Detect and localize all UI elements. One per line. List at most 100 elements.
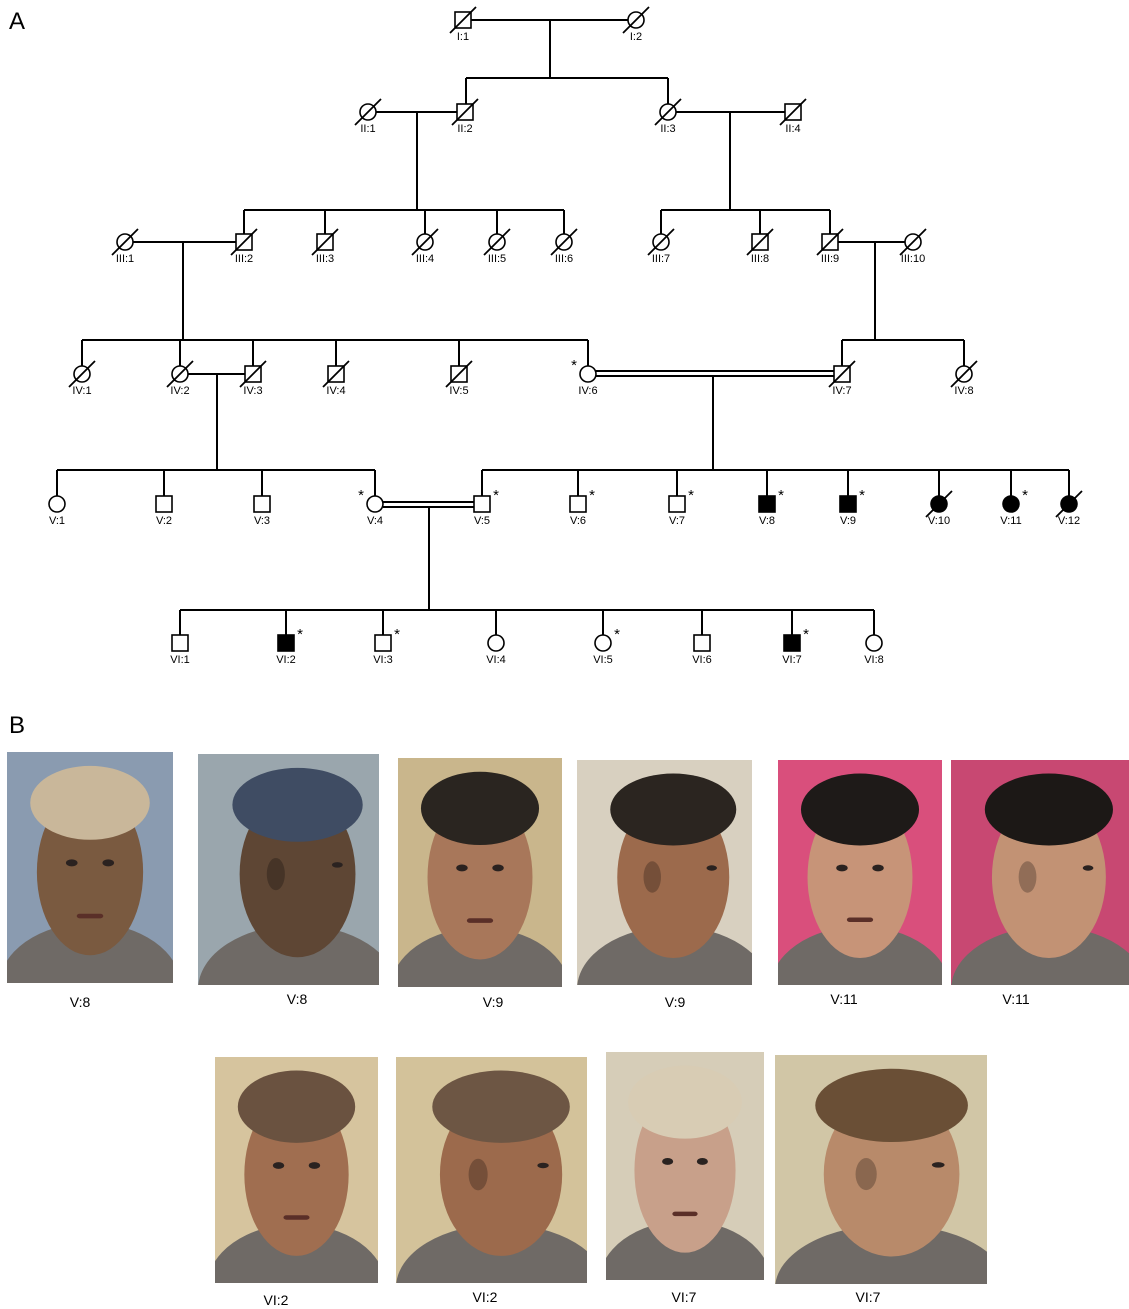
label-iv-8: IV:8 — [954, 385, 973, 397]
portrait-illustration — [396, 1057, 587, 1283]
caption-5: V:11 — [830, 991, 858, 1007]
label-vi-4: VI:4 — [486, 654, 506, 666]
hair-or-cap — [984, 773, 1113, 846]
deceased-slash-v-12 — [1055, 490, 1083, 518]
label-vi-8: VI:8 — [864, 654, 884, 666]
label-vi-5: VI:5 — [593, 654, 613, 666]
hair-or-cap — [30, 765, 150, 840]
mouth — [76, 913, 104, 919]
panel-b-label: B — [9, 712, 26, 739]
deceased-slash-iv-8 — [950, 360, 978, 388]
portrait-illustration — [7, 752, 173, 983]
female-symbol-v-4 — [366, 495, 384, 513]
deceased-slash-iii-6 — [550, 228, 578, 256]
label-vi-3: VI:3 — [373, 654, 393, 666]
tested-asterisk-v-9: * — [859, 487, 865, 504]
tested-asterisk-v-5: * — [493, 487, 499, 504]
deceased-slash-iii-7 — [647, 228, 675, 256]
photo-vi7-front — [606, 1052, 764, 1280]
portrait-illustration — [778, 760, 942, 985]
left-eye — [456, 864, 468, 872]
label-v-12: V:12 — [1058, 515, 1080, 527]
female-symbol-v-11 — [1002, 495, 1020, 513]
female-symbol-iv-6 — [579, 365, 597, 383]
portrait-illustration — [577, 760, 752, 985]
left-eye — [836, 864, 848, 872]
eye — [537, 1162, 549, 1169]
label-v-6: V:6 — [570, 515, 586, 527]
label-v-3: V:3 — [254, 515, 270, 527]
label-iii-4: III:4 — [416, 253, 434, 265]
left-eye — [272, 1162, 285, 1169]
tested-asterisk-v-6: * — [589, 487, 595, 504]
label-iv-4: IV:4 — [326, 385, 345, 397]
deceased-slash-iii-9 — [816, 228, 844, 256]
label-ii-4: II:4 — [785, 123, 800, 135]
label-iii-9: III:9 — [821, 253, 839, 265]
photo-vi2-profile — [396, 1057, 587, 1283]
hair-or-cap — [237, 1070, 356, 1143]
label-v-5: V:5 — [474, 515, 490, 527]
male-symbol-v-5 — [473, 495, 491, 513]
hair-or-cap — [800, 773, 920, 846]
hair-or-cap — [420, 771, 540, 846]
panel-a-label: A — [9, 8, 26, 35]
ear — [643, 861, 661, 893]
tested-asterisk-vi-3: * — [394, 626, 400, 643]
deceased-slash-i-2 — [622, 6, 650, 34]
photo-v11-profile — [951, 760, 1129, 985]
male-symbol-v-6 — [569, 495, 587, 513]
photo-v9-front — [398, 758, 562, 987]
female-symbol-vi-5 — [594, 634, 612, 652]
mouth — [846, 917, 874, 922]
hair-or-cap — [628, 1065, 742, 1139]
deceased-slash-iii-4 — [411, 228, 439, 256]
portrait-illustration — [606, 1052, 764, 1280]
male-symbol-vi-2 — [277, 634, 295, 652]
label-iv-6: IV:6 — [578, 385, 597, 397]
label-iii-2: III:2 — [235, 253, 253, 265]
label-vi-2: VI:2 — [276, 654, 296, 666]
eye — [1082, 865, 1094, 871]
photo-v8-front — [7, 752, 173, 983]
male-symbol-v-8 — [758, 495, 776, 513]
deceased-slash-iii-3 — [311, 228, 339, 256]
female-symbol-vi-8 — [865, 634, 883, 652]
label-iii-6: III:6 — [555, 253, 573, 265]
portrait-illustration — [775, 1055, 987, 1284]
male-symbol-vi-3 — [374, 634, 392, 652]
label-ii-1: II:1 — [360, 123, 375, 135]
tested-asterisk-iv-6: * — [571, 357, 577, 374]
left-eye — [65, 859, 78, 867]
label-iii-7: III:7 — [652, 253, 670, 265]
hair-or-cap — [815, 1068, 968, 1143]
label-iii-8: III:8 — [751, 253, 769, 265]
label-iii-1: III:1 — [116, 253, 134, 265]
photo-v11-front — [778, 760, 942, 985]
caption-7: VI:2 — [263, 1292, 289, 1308]
right-eye — [696, 1158, 708, 1165]
caption-4: V:9 — [664, 994, 686, 1010]
deceased-slash-iii-8 — [746, 228, 774, 256]
label-v-10: V:10 — [928, 515, 950, 527]
label-vi-7: VI:7 — [782, 654, 802, 666]
ear — [1018, 861, 1037, 893]
label-iv-1: IV:1 — [72, 385, 91, 397]
photo-v8-profile — [198, 754, 379, 985]
deceased-slash-iii-2 — [230, 228, 258, 256]
deceased-slash-iii-10 — [899, 228, 927, 256]
photo-vi2-front — [215, 1057, 378, 1283]
ear — [468, 1158, 488, 1191]
eye — [706, 865, 717, 871]
label-ii-2: II:2 — [457, 123, 472, 135]
caption-9: VI:7 — [671, 1289, 697, 1305]
label-vi-1: VI:1 — [170, 654, 190, 666]
photo-vi7-profile — [775, 1055, 987, 1284]
deceased-slash-iv-3 — [239, 360, 267, 388]
male-symbol-v-7 — [668, 495, 686, 513]
deceased-slash-iii-1 — [111, 228, 139, 256]
label-iii-3: III:3 — [316, 253, 334, 265]
deceased-slash-iv-5 — [445, 360, 473, 388]
label-iv-5: IV:5 — [449, 385, 468, 397]
